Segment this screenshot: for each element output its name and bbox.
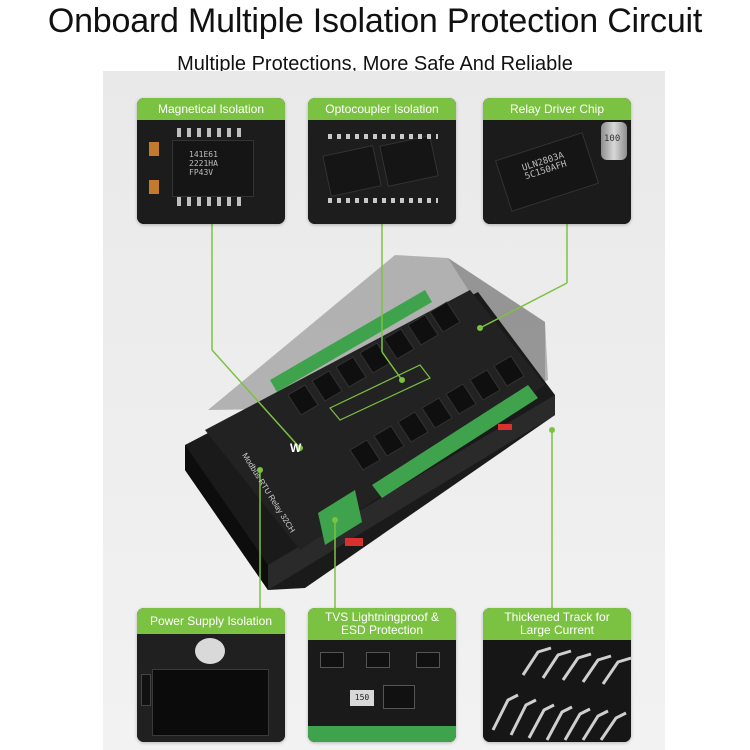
- callout-photo-tvs: 150: [308, 640, 456, 742]
- board-logo: W: [290, 441, 302, 455]
- callout-photo-power-supply: [137, 634, 285, 742]
- callout-photo-relay-driver: ULN2803A 5C150AFH 100: [483, 120, 631, 224]
- callout-photo-thickened-track: [483, 640, 631, 742]
- smd-capacitor: [149, 180, 159, 194]
- esd-part: 150: [350, 690, 374, 706]
- isolator-chip: [172, 140, 254, 197]
- capacitor-marking: 100: [604, 134, 621, 144]
- callout-label: Power Supply Isolation: [137, 608, 285, 634]
- callout-photo-optocoupler: [308, 120, 456, 224]
- terminal-power: [318, 490, 362, 545]
- terminal-row-top: [270, 290, 432, 392]
- tvs-diode: [320, 652, 344, 668]
- smd-capacitor: [149, 142, 159, 156]
- din-clip: [345, 538, 363, 546]
- thick-track-traces: [491, 646, 631, 741]
- callout-label: Optocoupler Isolation: [308, 98, 456, 120]
- optocoupler-chip: [379, 135, 439, 187]
- callout-label: Thickened Track for Large Current: [483, 608, 631, 640]
- tvs-diode: [416, 652, 440, 668]
- callout-relay-driver-chip: Relay Driver Chip ULN2803A 5C150AFH 100: [483, 98, 631, 224]
- callout-power-supply-isolation: Power Supply Isolation: [137, 608, 285, 742]
- esd-part: [383, 685, 415, 709]
- page-subtitle: Multiple Protections, More Safe And Reli…: [177, 53, 573, 75]
- electrolytic-capacitor: [601, 122, 627, 160]
- callout-label: Relay Driver Chip: [483, 98, 631, 120]
- callout-magnetical-isolation: Magnetical Isolation 141E61 2221HA FP43V: [137, 98, 285, 224]
- callout-optocoupler-isolation: Optocoupler Isolation: [308, 98, 456, 224]
- callout-thickened-track: Thickened Track for Large Current: [483, 608, 631, 742]
- isolated-power-module: [152, 669, 269, 736]
- callout-label: TVS Lightningproof & ESD Protection: [308, 608, 456, 640]
- chip-marking: 141E61 2221HA FP43V: [189, 150, 218, 177]
- pcb: [205, 290, 545, 550]
- callout-label: Magnetical Isolation: [137, 98, 285, 120]
- smd-part: [141, 674, 151, 706]
- page-title: Onboard Multiple Isolation Protection Ci…: [47, 2, 703, 40]
- terminal-row-bottom: [372, 385, 538, 498]
- din-clip: [498, 424, 512, 430]
- relay-row-bottom: [349, 355, 525, 471]
- callout-tvs-esd-protection: TVS Lightningproof & ESD Protection 150: [308, 608, 456, 742]
- optocoupler-chip: [322, 145, 382, 197]
- tvs-diode: [366, 652, 390, 668]
- terminal-block: [308, 726, 456, 742]
- power-capacitor: [195, 638, 225, 664]
- callout-photo-magnetic: 141E61 2221HA FP43V: [137, 120, 285, 224]
